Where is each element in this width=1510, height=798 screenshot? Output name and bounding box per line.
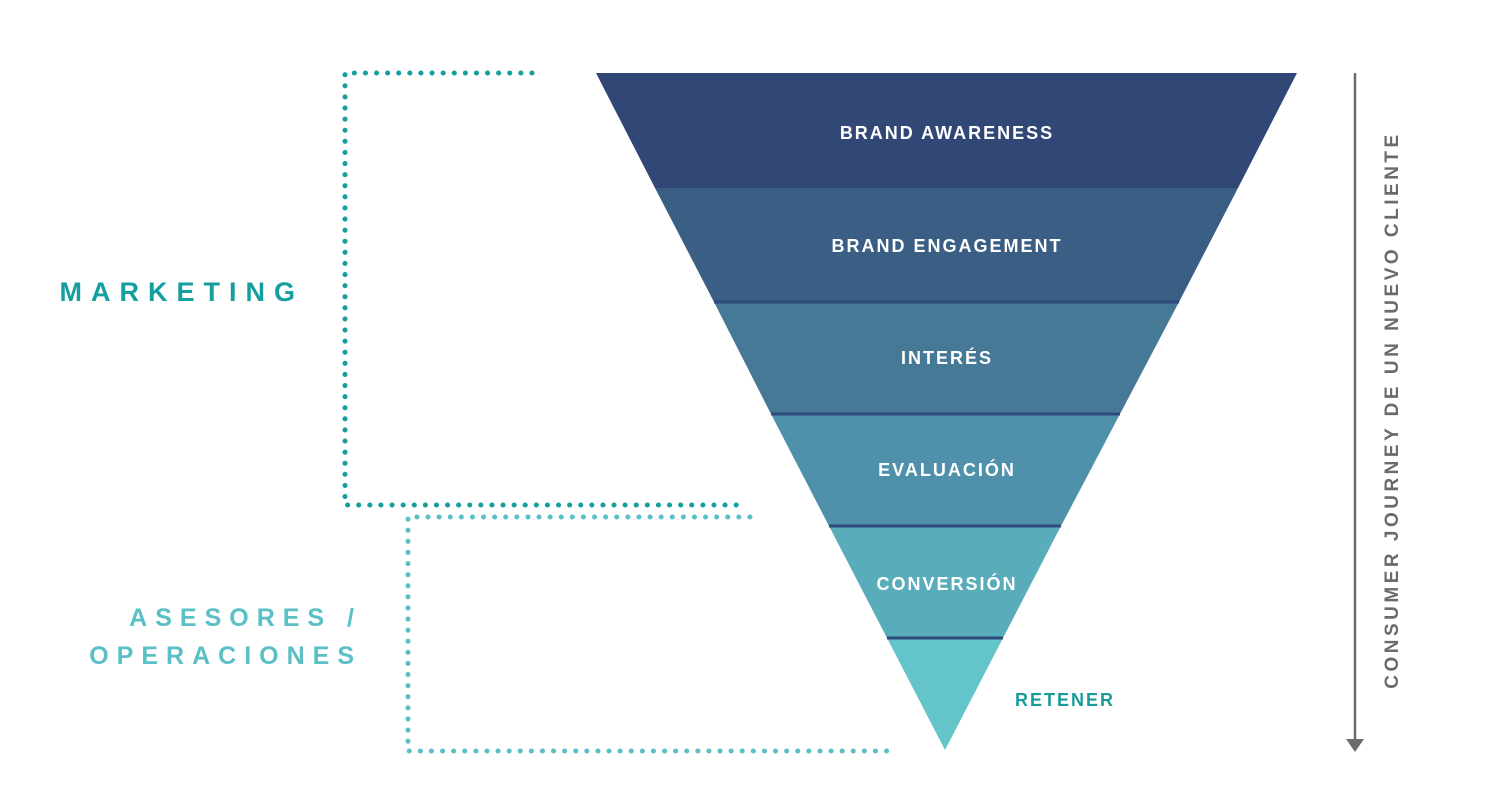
funnel-stage-label: CONVERSIÓN [876, 573, 1017, 594]
retener-label: RETENER [1015, 690, 1115, 710]
funnel-stage-label: EVALUACIÓN [878, 459, 1016, 480]
advisors-bracket [405, 514, 895, 754]
journey-arrow-head [1346, 739, 1364, 752]
funnel-stage-label: BRAND AWARENESS [840, 123, 1054, 143]
marketing-label: MARKETING [60, 277, 305, 307]
journey-arrow [1346, 73, 1364, 752]
marketing-bracket [342, 70, 748, 508]
journey-label: CONSUMER JOURNEY DE UN NUEVO CLIENTE [1382, 131, 1403, 688]
funnel-stage-label: BRAND ENGAGEMENT [831, 236, 1062, 256]
funnel-stage-interes [714, 302, 1179, 414]
advisors-label-line2: OPERACIONES [89, 642, 362, 670]
funnel-stage-brand-engagement [655, 188, 1238, 302]
funnel-stage-conversion [829, 526, 1061, 638]
funnel: BRAND AWARENESS BRAND ENGAGEMENT INTERÉS… [596, 73, 1297, 750]
funnel-stage-brand-awareness [596, 73, 1297, 188]
funnel-stage-retener [887, 638, 1003, 750]
funnel-stage-evaluacion [771, 414, 1120, 526]
funnel-stage-label: INTERÉS [901, 347, 993, 368]
advisors-label-line1: ASESORES / [129, 604, 362, 632]
